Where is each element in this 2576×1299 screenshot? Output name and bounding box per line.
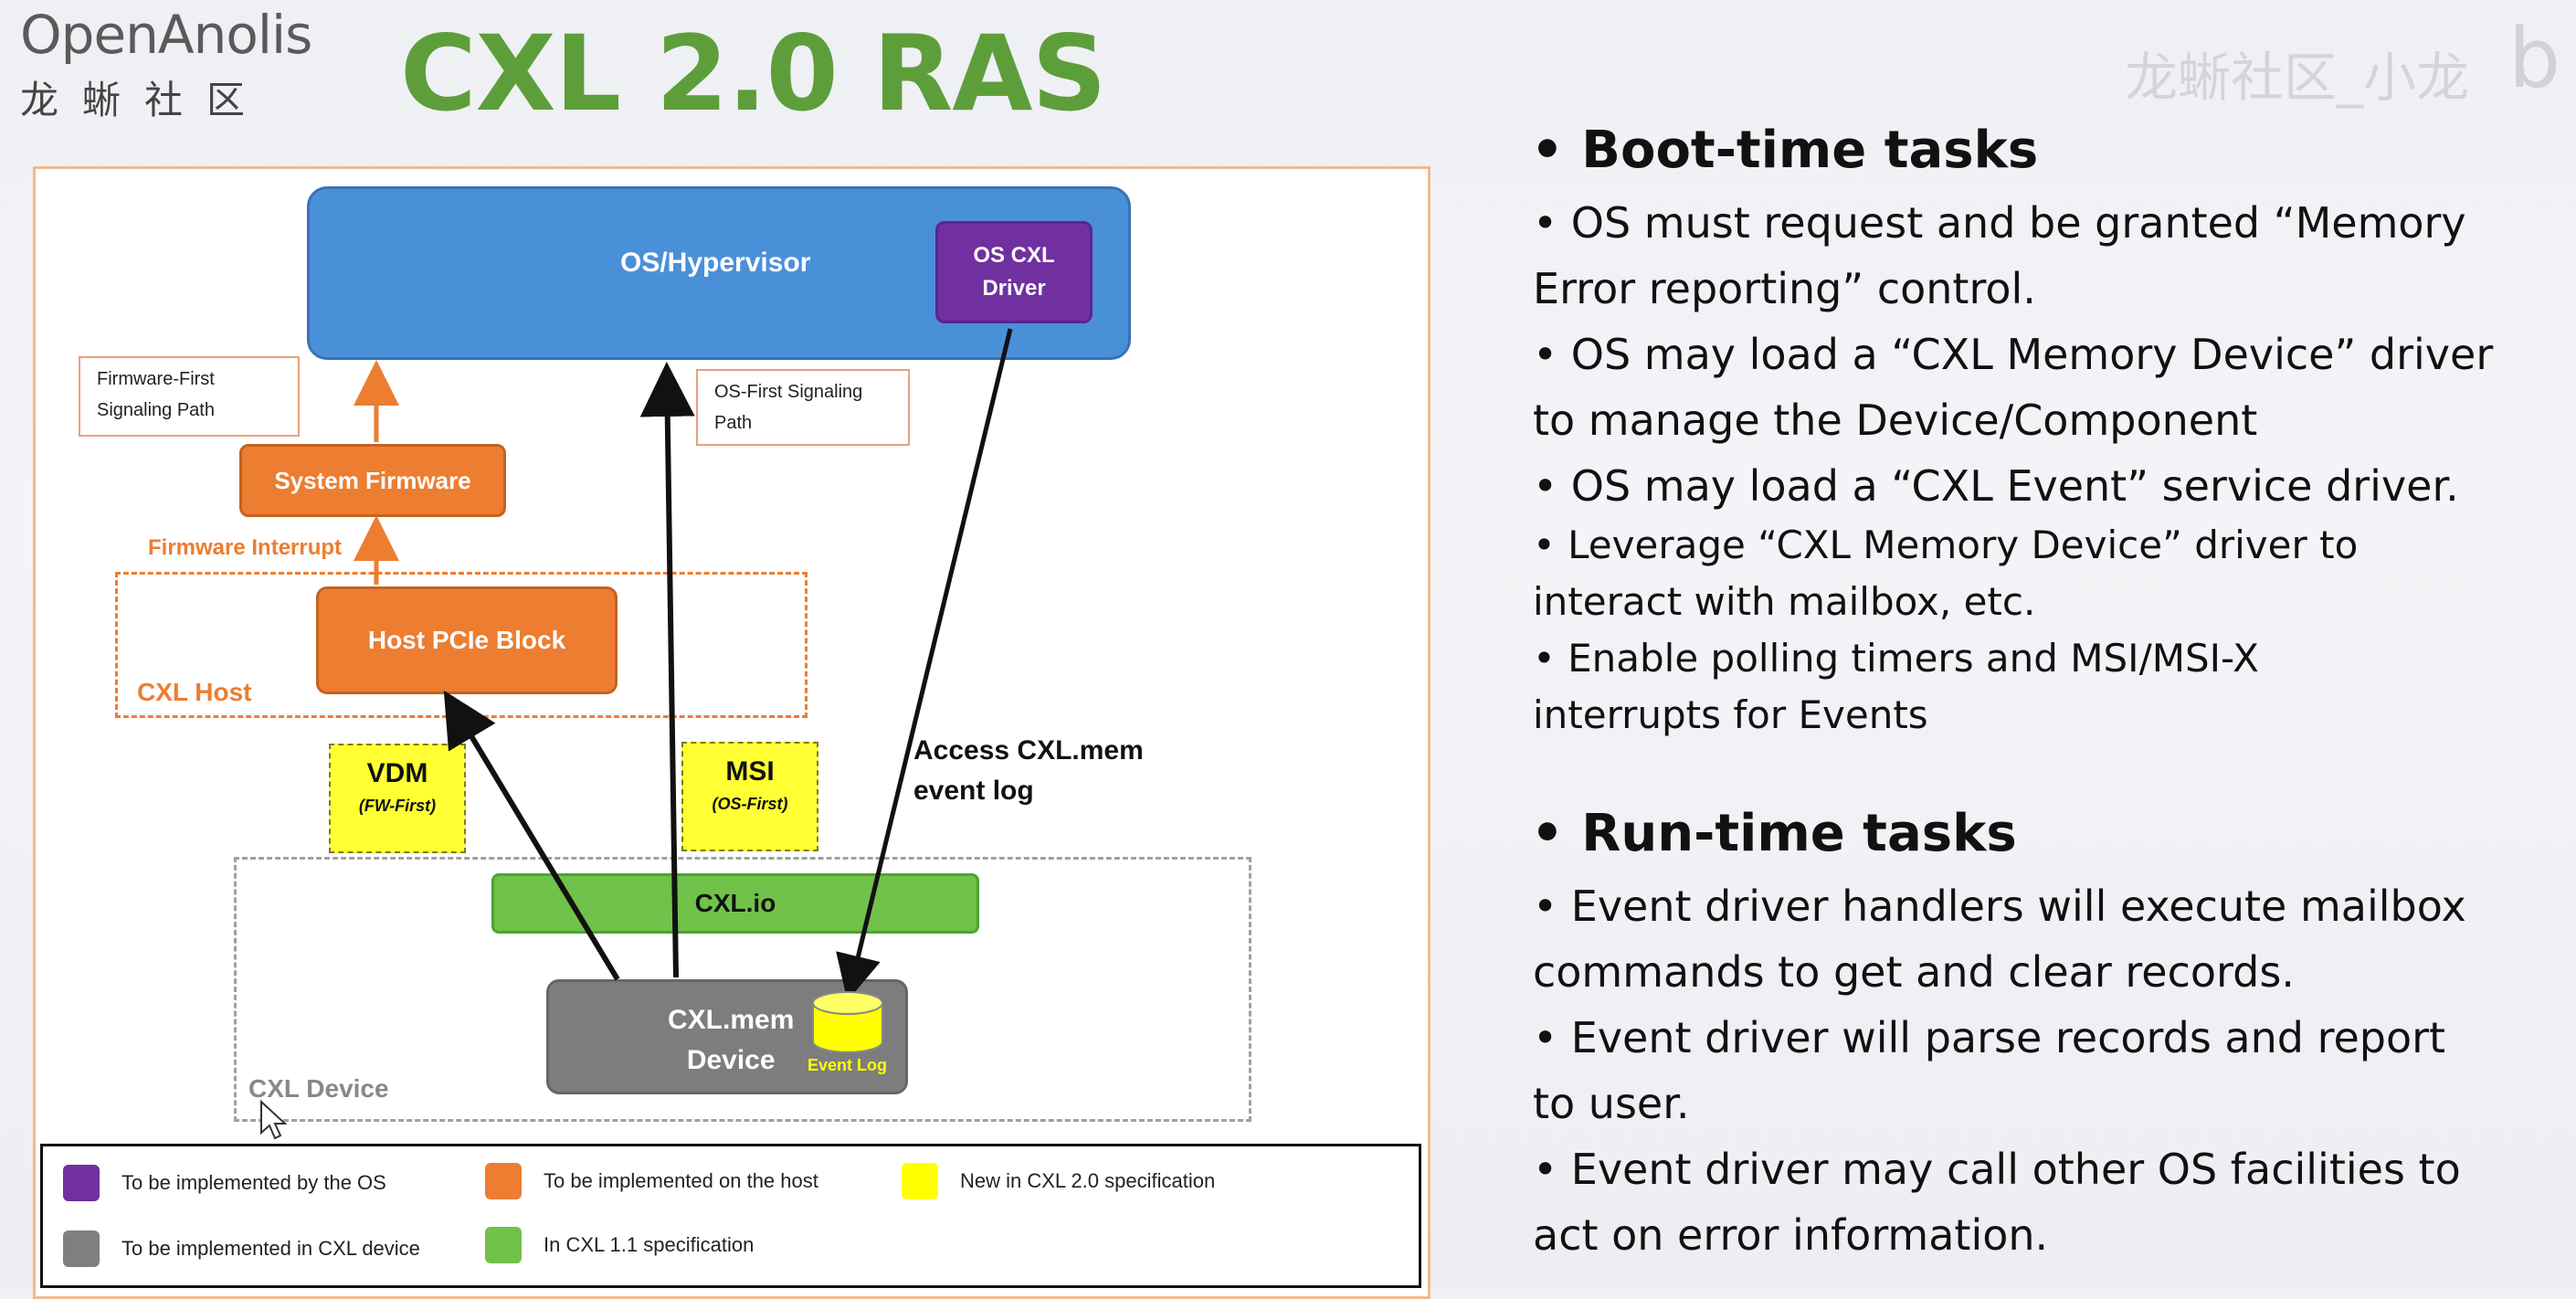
host-pcie-block-box: Host PCIe Block — [316, 586, 618, 694]
mouse-cursor-icon — [260, 1099, 288, 1140]
arrow-driver-to-log — [836, 328, 1013, 1001]
msi-label: MSI — [725, 756, 775, 787]
cxl-mem-label-1: CXL.mem — [668, 1005, 795, 1035]
legend-item-cxl20: New in CXL 2.0 specification — [902, 1163, 1215, 1199]
boot-line-8: • Enable polling timers and MSI/MSI-X — [1533, 636, 2259, 681]
run-line-1: • Event driver handlers will execute mai… — [1533, 882, 2466, 931]
os-first-note-line-2: Path — [714, 413, 753, 433]
firmware-first-note: Firmware-First Signaling Path — [79, 356, 300, 437]
arrow-msi-to-os — [639, 362, 695, 978]
run-line-6: act on error information. — [1533, 1210, 2049, 1260]
vdm-label: VDM — [366, 758, 428, 788]
arrow-mem-to-pcie — [443, 690, 620, 981]
os-first-note: OS-First Signaling Path — [696, 369, 910, 446]
os-cxl-driver-box: OS CXL Driver — [935, 221, 1093, 323]
vdm-sublabel: (FW-First) — [358, 797, 437, 815]
cxl-host-label: CXL Host — [137, 678, 252, 706]
msi-box: MSI (OS-First) — [681, 742, 818, 851]
openanolis-logo: OpenAnolis — [20, 4, 312, 66]
event-log-cylinder — [812, 991, 883, 1053]
legend: To be implemented by the OS To be implem… — [40, 1144, 1421, 1288]
firmware-first-note-line-2: Signaling Path — [97, 400, 215, 420]
firmware-first-note-line-1: Firmware-First — [97, 369, 215, 389]
legend-item-cxl11: In CXL 1.1 specification — [485, 1227, 754, 1263]
legend-item-device: To be implemented in CXL device — [63, 1230, 420, 1267]
legend-swatch-gray — [63, 1230, 100, 1267]
os-hypervisor-label: OS/Hypervisor — [620, 248, 811, 278]
legend-label: To be implemented on the host — [544, 1169, 818, 1192]
openanolis-logo-cn: 龙蜥社区 — [20, 78, 269, 122]
watermark-mark-icon: b — [2508, 11, 2561, 107]
access-event-log-label: Access CXL.mem event log — [913, 731, 1144, 811]
vdm-box: VDM (FW-First) — [329, 744, 466, 853]
boot-time-heading: • Boot-time tasks — [1531, 121, 2039, 180]
legend-swatch-purple — [63, 1165, 100, 1201]
firmware-interrupt-label: Firmware Interrupt — [148, 535, 343, 560]
os-first-note-line-1: OS-First Signaling — [714, 382, 863, 402]
boot-line-4: to manage the Device/Component — [1533, 396, 2258, 445]
access-label-line-2: event log — [913, 776, 1034, 806]
boot-line-3: • OS may load a “CXL Memory Device” driv… — [1533, 330, 2494, 379]
slide-title: CXL 2.0 RAS — [400, 13, 1107, 134]
access-label-line-1: Access CXL.mem — [913, 735, 1144, 766]
msi-sublabel: (OS-First) — [712, 795, 788, 813]
run-line-2: commands to get and clear records. — [1533, 947, 2295, 997]
legend-swatch-yellow — [902, 1163, 938, 1199]
boot-line-2: Error reporting” control. — [1533, 264, 2036, 313]
legend-swatch-green — [485, 1227, 522, 1263]
boot-line-6: • Leverage “CXL Memory Device” driver to — [1533, 523, 2359, 567]
legend-swatch-orange — [485, 1163, 522, 1199]
watermark: 龙蜥社区_小龙 — [2125, 47, 2470, 109]
boot-line-1: • OS must request and be granted “Memory — [1533, 198, 2466, 248]
legend-item-host: To be implemented on the host — [485, 1163, 818, 1199]
boot-line-7: interact with mailbox, etc. — [1533, 579, 2036, 624]
run-line-3: • Event driver will parse records and re… — [1533, 1013, 2446, 1062]
system-firmware-box: System Firmware — [239, 444, 506, 517]
legend-label: In CXL 1.1 specification — [544, 1233, 755, 1256]
boot-line-5: • OS may load a “CXL Event” service driv… — [1533, 461, 2459, 511]
run-time-heading: • Run-time tasks — [1531, 804, 2017, 863]
cxl-device-region — [234, 857, 1251, 1122]
event-log-label: Event Log — [808, 1056, 888, 1074]
legend-item-os: To be implemented by the OS — [63, 1165, 386, 1201]
cxl-mem-label-2: Device — [686, 1045, 776, 1075]
legend-label: To be implemented in CXL device — [121, 1237, 420, 1260]
run-line-4: to user. — [1533, 1079, 1690, 1128]
os-cxl-driver-label-1: OS CXL — [973, 243, 1055, 268]
legend-label: New in CXL 2.0 specification — [960, 1169, 1216, 1192]
run-line-5: • Event driver may call other OS facilit… — [1533, 1145, 2461, 1194]
cxl-device-label: CXL Device — [248, 1074, 389, 1103]
os-cxl-driver-label-2: Driver — [982, 276, 1046, 301]
boot-line-9: interrupts for Events — [1533, 692, 1928, 737]
legend-label: To be implemented by the OS — [121, 1171, 386, 1194]
